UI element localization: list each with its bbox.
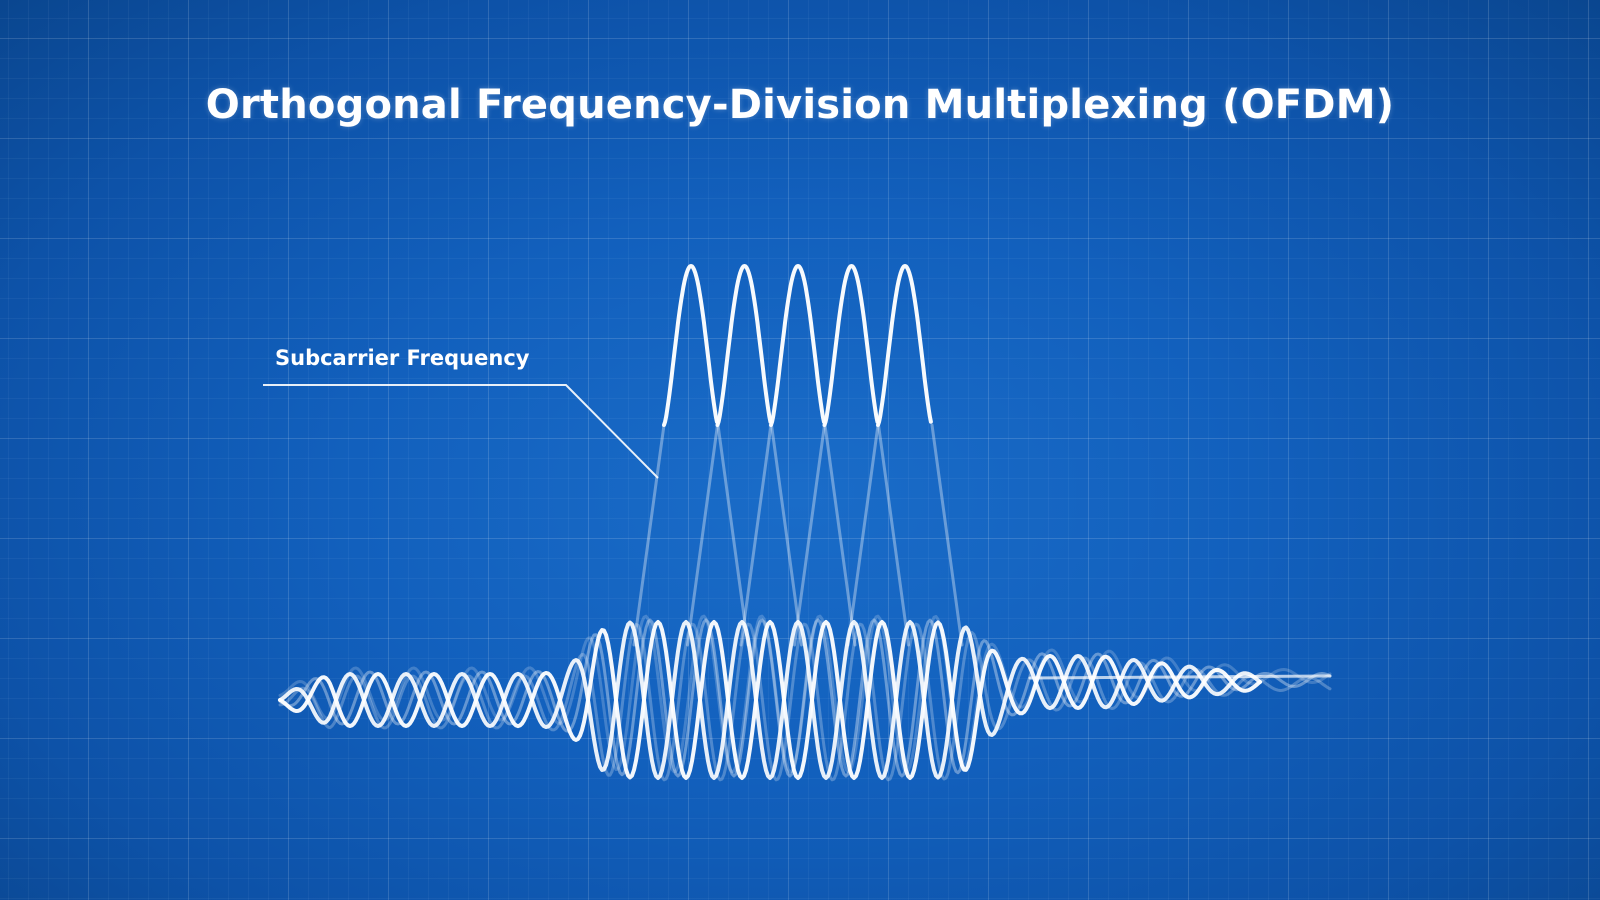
subcarrier-peak-4	[822, 264, 880, 427]
subcarrier-tail-left-5	[846, 423, 880, 647]
callout-label: Subcarrier Frequency	[275, 346, 530, 370]
subcarrier-tail-right-2	[770, 423, 803, 647]
subcarrier-tail-left-3	[739, 423, 773, 647]
subcarrier-peak-2	[715, 264, 773, 427]
time-wave-2	[278, 620, 1262, 780]
subcarrier-peak-5	[876, 264, 933, 427]
subcarrier-peak-1	[662, 264, 719, 427]
faint-wave-2	[278, 622, 1332, 782]
subcarrier-tail-right-4	[877, 423, 910, 647]
subcarrier-tail-left-4	[793, 423, 826, 647]
subcarrier-peak-3	[769, 264, 826, 427]
time-wave-1	[278, 620, 1262, 780]
subcarrier-tail-right-5	[930, 423, 964, 647]
trailing-baseline	[1028, 674, 1332, 680]
subcarrier-tail-left-2	[686, 423, 719, 647]
faint-wave-1	[278, 618, 1332, 778]
subcarrier-tail-right-3	[823, 423, 857, 647]
subcarrier-peaks	[662, 264, 933, 427]
subcarrier-lower-traces	[632, 423, 964, 647]
overlapping-time-waves	[278, 620, 1332, 780]
diagram-title: Orthogonal Frequency-Division Multiplexi…	[205, 82, 1395, 128]
subcarrier-tail-right-1	[716, 423, 750, 647]
subcarrier-tail-left-1	[632, 423, 666, 647]
callout-leader-line	[263, 384, 659, 479]
